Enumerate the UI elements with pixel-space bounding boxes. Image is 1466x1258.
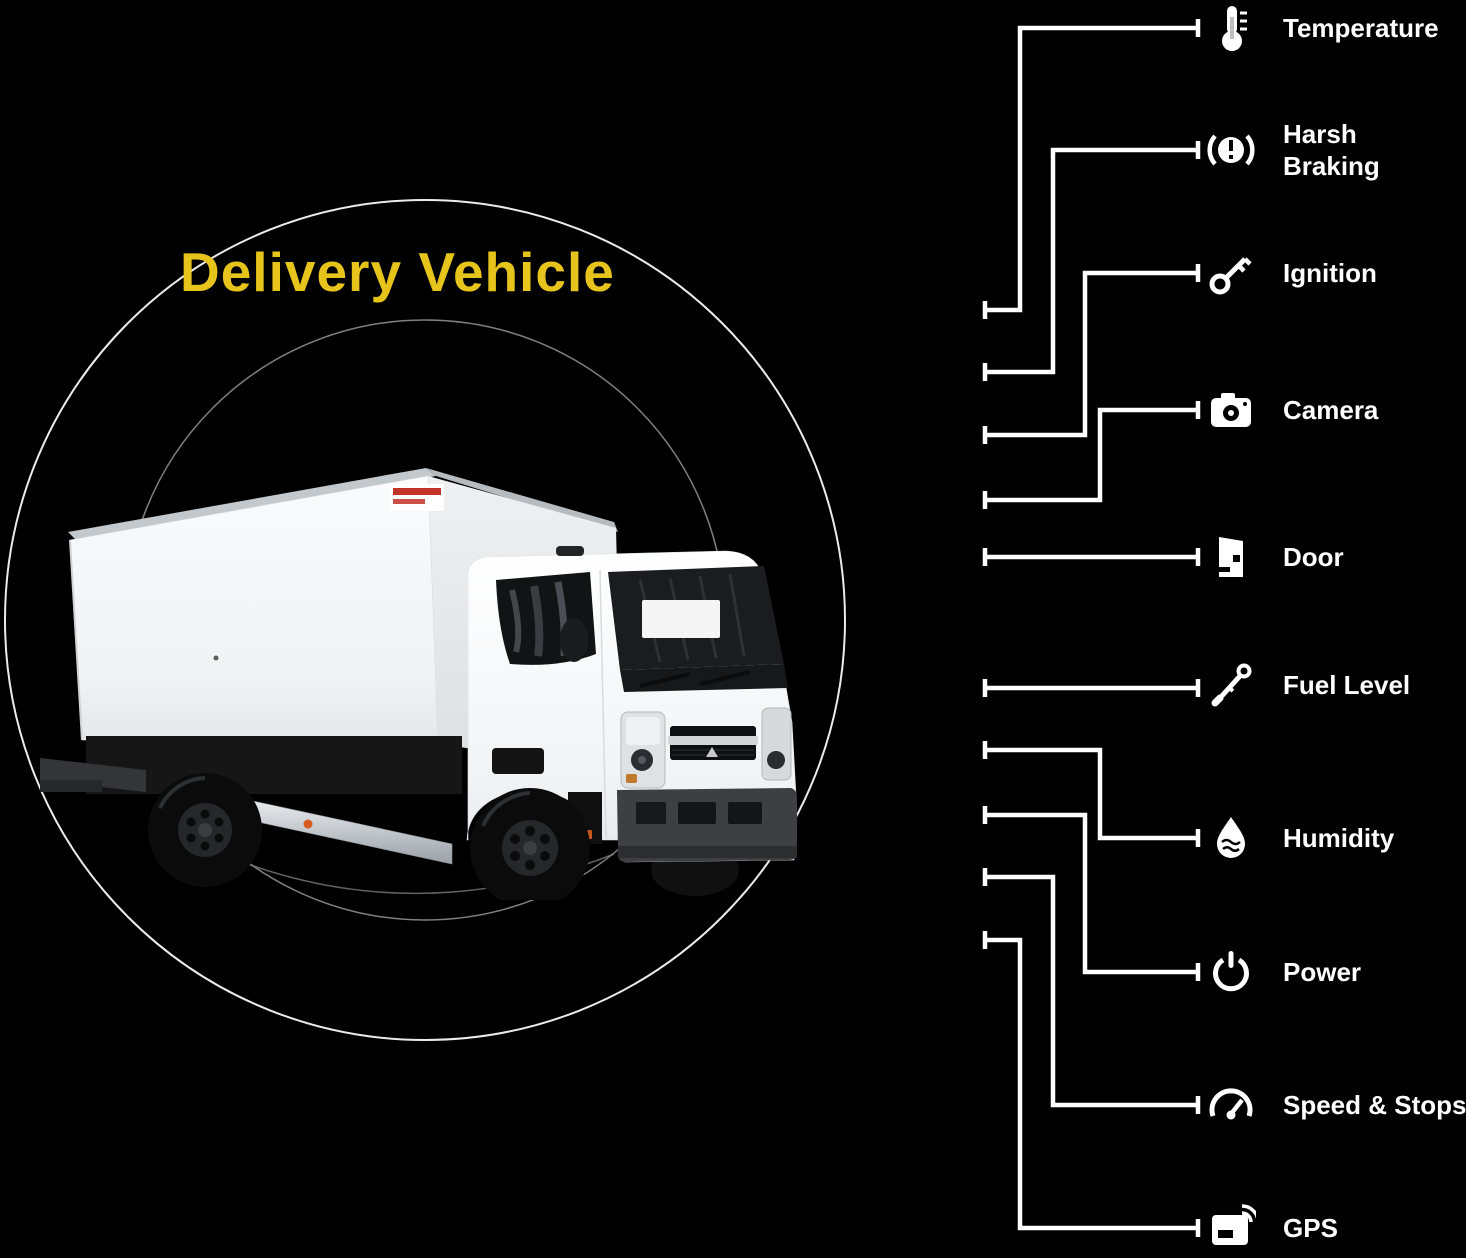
thermometer-icon: [1205, 2, 1257, 54]
power-icon: [1205, 946, 1257, 998]
feature-item-harsh-braking: Harsh Braking: [1205, 118, 1395, 182]
feature-item-gps: GPS: [1205, 1198, 1466, 1258]
gps-tracker-icon: [1205, 1202, 1257, 1254]
connector-temperature: [982, 19, 1201, 319]
connector-door: [982, 548, 1201, 566]
speedometer-icon: [1205, 1079, 1257, 1131]
mitsubishi-logo: [706, 747, 718, 757]
connector-harsh-braking: [982, 141, 1201, 381]
camera-icon: [1205, 384, 1257, 436]
connector-fuel-level: [982, 679, 1201, 697]
feature-item-speed-stops: Speed & Stops: [1205, 1075, 1466, 1135]
feature-item-ignition: Ignition: [1205, 243, 1466, 303]
feature-item-fuel-level: Fuel Level: [1205, 655, 1466, 715]
feature-label: GPS: [1283, 1212, 1338, 1243]
headlight-left: [620, 711, 666, 789]
feature-label: Speed & Stops: [1283, 1089, 1466, 1120]
fuel-dipstick-icon: [1205, 659, 1257, 711]
connector-speed-stops: [982, 868, 1201, 1114]
connector-power: [982, 806, 1201, 981]
feature-item-humidity: Humidity: [1205, 808, 1466, 868]
feature-label: Fuel Level: [1283, 669, 1411, 700]
page-title: Delivery Vehicle: [180, 241, 615, 303]
humidity-drop-icon: [1205, 812, 1257, 864]
feature-item-power: Power: [1205, 942, 1466, 1002]
feature-label: Harsh Braking: [1283, 118, 1380, 182]
connector-camera: [982, 401, 1201, 509]
feature-label: Humidity: [1283, 822, 1395, 853]
brake-warning-icon: [1205, 124, 1257, 176]
feature-item-door: Door: [1205, 527, 1466, 587]
feature-label: Power: [1283, 956, 1362, 987]
connector-ignition: [982, 264, 1201, 444]
delivery-truck-image: [40, 468, 797, 900]
feature-label: Camera: [1283, 394, 1379, 425]
feature-label: Ignition: [1283, 257, 1377, 288]
feature-label: Temperature: [1283, 12, 1439, 43]
grille: [668, 726, 758, 760]
rear-wheel: [148, 773, 262, 887]
connector-humidity: [982, 741, 1201, 847]
headlight-right: [761, 707, 792, 781]
connector-gps: [982, 931, 1201, 1237]
key-icon: [1205, 247, 1257, 299]
box-label-sticker: [390, 484, 444, 511]
door-icon: [1205, 531, 1257, 583]
outer-circle: [4, 199, 846, 1041]
feature-item-temperature: Temperature: [1205, 0, 1466, 58]
feature-label: Door: [1283, 541, 1344, 572]
front-wheel: [470, 788, 590, 900]
feature-item-camera: Camera: [1205, 380, 1466, 440]
